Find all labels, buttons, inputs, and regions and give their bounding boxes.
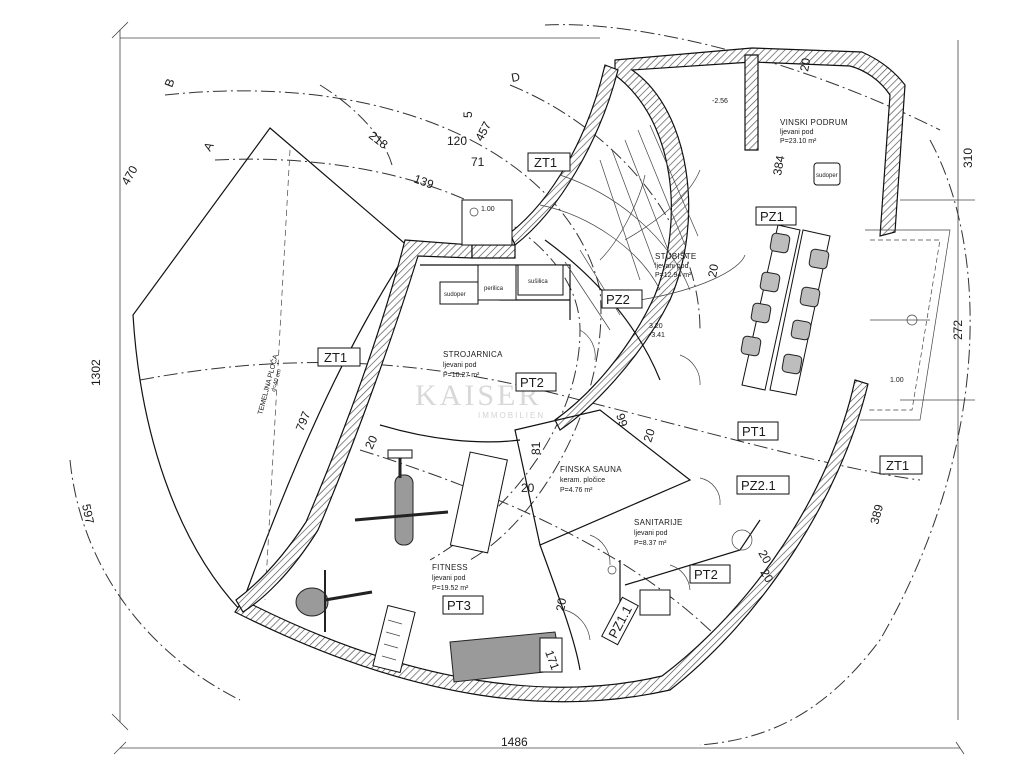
tag-zt1-left: ZT1: [324, 350, 347, 365]
room-area: P=12.94 m²: [655, 272, 692, 279]
room-sanitary: SANITARIJE ljevani pod P=8.37 m²: [634, 518, 683, 547]
level-stair-top: -2.56: [712, 98, 728, 105]
wall-thickness-mark: 20: [755, 548, 774, 567]
wine-cellar-furniture: [740, 162, 841, 396]
dim-inner-81: 81: [529, 441, 543, 455]
room-name: FINSKA SAUNA: [560, 465, 622, 474]
dim-arc-139: 139: [412, 172, 436, 192]
north-link-wall: [471, 244, 516, 259]
room-fitness: FITNESS ljevani pod P=19.52 m²: [432, 563, 469, 592]
room-area: P=23.10 m²: [780, 138, 817, 145]
tag-pt1: PT1: [742, 424, 766, 439]
outer-wall: [554, 47, 906, 431]
axis-label-d: D: [510, 70, 521, 85]
dim-height-total: 1302: [89, 359, 103, 386]
label-washer: perilica: [484, 286, 504, 292]
axis-label-a: A: [200, 140, 216, 154]
dim-arc-71: 71: [471, 155, 485, 169]
dim-right-272: 272: [951, 320, 965, 340]
tag-pt2-right: PT2: [694, 567, 718, 582]
dim-inner-797: 797: [293, 409, 314, 433]
dim-left-597: 597: [79, 503, 97, 526]
label-sink: sudoper: [444, 292, 466, 298]
room-name: FITNESS: [432, 563, 468, 572]
room-name: STROJARNICA: [443, 350, 503, 359]
room-name: STUBIŠTE: [655, 252, 697, 261]
room-area: P=8.37 m²: [634, 540, 667, 547]
tag-pt2-mid: PT2: [520, 375, 544, 390]
dim-arc-120: 120: [447, 134, 467, 148]
wall-thickness-mark: 20: [797, 57, 813, 73]
label-dryer: sušilica: [528, 279, 548, 285]
room-area: P=10.27 m²: [443, 372, 480, 379]
room-sauna: FINSKA SAUNA keram. pločice P=4.76 m²: [560, 465, 622, 494]
tag-pz2: PZ2: [606, 292, 630, 307]
wall-thickness-mark: 20: [521, 481, 535, 495]
tag-pt3: PT3: [447, 598, 471, 613]
tag-pz2-1: PZ2.1: [741, 478, 776, 493]
tag-pz1: PZ1: [760, 209, 784, 224]
room-machine-room: STROJARNICA ljevani pod P=10.27 m²: [443, 350, 503, 379]
watermark-subtitle: IMMOBILIEN: [478, 411, 545, 420]
room-area: P=19.52 m²: [432, 585, 469, 592]
room-area: P=4.76 m²: [560, 487, 593, 494]
outer-curved-wall: [234, 379, 869, 703]
wall-thickness-mark: 20: [705, 263, 721, 279]
level-right-balcony: 1.00: [890, 377, 904, 384]
dim-arc-218: 218: [366, 128, 391, 152]
room-floor: ljevani pod: [634, 530, 668, 537]
room-floor: keram. pločice: [560, 477, 605, 484]
room-floor: ljevani pod: [655, 263, 689, 270]
dim-left-470: 470: [118, 163, 140, 188]
utility-fixtures: [439, 199, 918, 616]
dim-arc-5: 5: [461, 111, 475, 118]
wall-thickness-mark: 20: [553, 597, 569, 613]
dim-inner-171: 171: [542, 648, 562, 672]
axis-label-b: B: [162, 77, 178, 89]
wall-thickness-mark: 20: [641, 427, 659, 444]
level-middle-b: -3.41: [649, 332, 665, 339]
room-floor: ljevani pod: [780, 129, 814, 136]
room-stairs: STUBIŠTE ljevani pod P=12.94 m²: [655, 252, 697, 279]
wall-thickness-mark: 20: [362, 433, 380, 451]
room-floor: ljevani pod: [432, 575, 466, 582]
dim-right-310: 310: [961, 148, 975, 168]
dim-arc-457: 457: [472, 119, 494, 144]
level-top-left: 1.00: [481, 206, 495, 213]
room-name: SANITARIJE: [634, 518, 683, 527]
room-wine-cellar: VINSKI PODRUM ljevani pod P=23.10 m²: [780, 118, 848, 145]
tag-zt1-right: ZT1: [886, 458, 909, 473]
dim-inner-99: 99: [613, 412, 631, 429]
dim-inner-384: 384: [770, 154, 787, 176]
axis-lines: [69, 24, 971, 746]
level-middle-a: 3.20: [649, 323, 663, 330]
label-sink-cellar: sudoper: [816, 173, 838, 179]
west-wall: [235, 239, 473, 613]
tag-zt1-top: ZT1: [534, 155, 557, 170]
label-slab-thickness: d=40 cm: [271, 369, 283, 393]
dim-width-total: 1486: [501, 735, 528, 749]
east-wall: [744, 54, 759, 151]
wall-thickness-mark: 20: [757, 567, 776, 586]
dimension-frame: [111, 21, 975, 755]
dim-right-389: 389: [867, 502, 886, 525]
room-name: VINSKI PODRUM: [780, 118, 848, 127]
fitness-equipment: [295, 449, 563, 683]
room-floor: ljevani pod: [443, 362, 477, 369]
